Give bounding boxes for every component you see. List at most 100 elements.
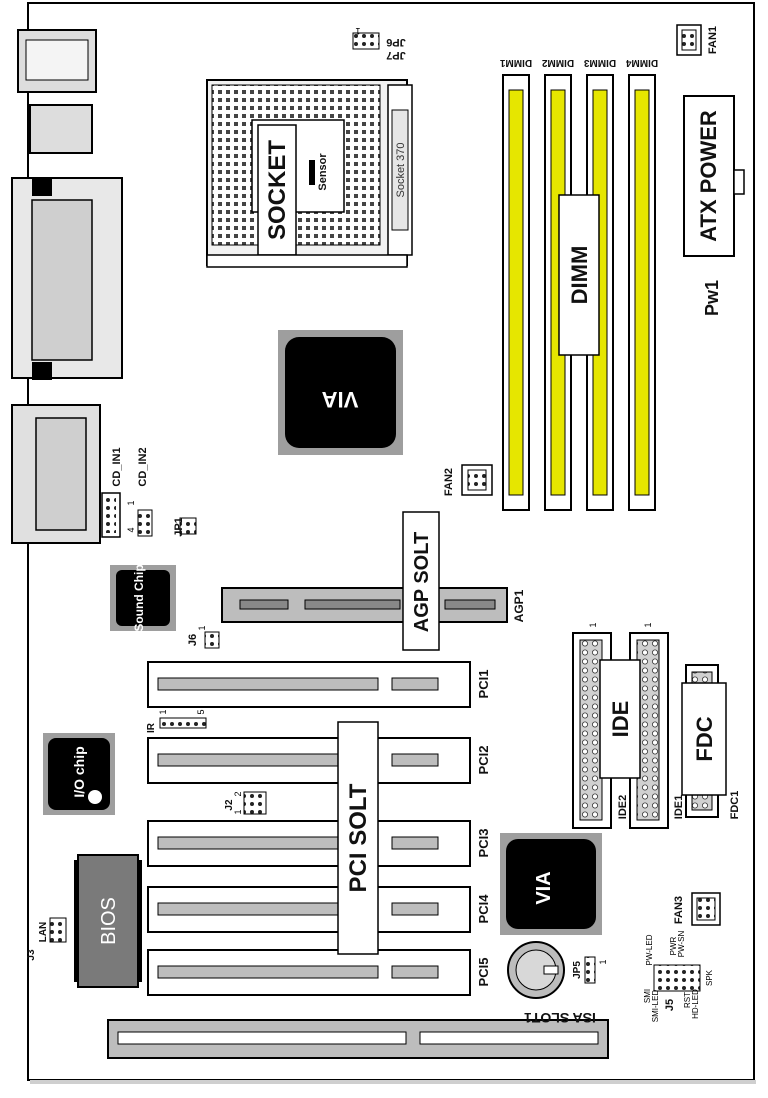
- agp-solt-label-box: [402, 511, 440, 651]
- dimm4-label: DIMM4: [625, 57, 658, 68]
- fan1-label: FAN1: [707, 26, 719, 54]
- serial-port-shell: [35, 417, 87, 531]
- pwr-label: PWR: [669, 936, 678, 955]
- parallel-port-shell: [31, 199, 93, 361]
- sound-chip-label: Sound Chip: [132, 564, 146, 631]
- ir-pin1-label: 1: [158, 709, 168, 714]
- jp5-pin-label: 1: [598, 959, 608, 964]
- fan2-pins: [467, 469, 487, 491]
- isa-slot-channel-a: [117, 1031, 407, 1045]
- ir-header: [159, 717, 207, 729]
- socket-label-box: [257, 124, 297, 256]
- sensor-mark: [309, 160, 315, 185]
- j6-pin-label: 1: [197, 625, 207, 630]
- dimm4-slot: [628, 74, 656, 511]
- ide2-label: IDE2: [617, 795, 629, 819]
- jp5-label: JP5: [572, 961, 583, 979]
- dimm-label-box: [558, 194, 600, 356]
- usb-port: [29, 104, 93, 154]
- pci3-label: PCI3: [476, 829, 491, 858]
- fdc-label-box: [681, 682, 727, 796]
- bios-pins-right: [138, 860, 142, 982]
- cd-in1-label: CD_IN1: [111, 447, 123, 486]
- ide-label-box: [599, 659, 641, 779]
- jp6-label: JP6: [386, 36, 406, 48]
- via-north-bridge: [285, 337, 396, 448]
- pci2-slot: [147, 737, 471, 784]
- atx-power-label: ATX POWER: [696, 110, 721, 242]
- pw-led-label: PW-LED: [645, 934, 654, 965]
- pci-solt-label-box: [337, 721, 379, 955]
- bios-pins-left: [74, 860, 78, 982]
- board-shadow: [30, 1080, 756, 1084]
- dimm2-slot: [544, 74, 572, 511]
- ide2-pins: [579, 639, 603, 821]
- isa-slot1-label: ISA SLOT1: [524, 1010, 596, 1026]
- jp6-jp7-jumpers: [352, 32, 380, 50]
- via-south-bridge: [506, 839, 596, 929]
- agp-slot-channel-b: [304, 599, 401, 610]
- j2-header: [243, 791, 267, 815]
- cd-in1-pins: [106, 497, 116, 533]
- jp1-label: JP1: [173, 517, 185, 537]
- fan1-pins: [681, 29, 697, 51]
- parallel-screw-top: [32, 178, 52, 196]
- socket-lever-inner: [391, 109, 409, 231]
- bios-chip: [77, 854, 139, 988]
- pci4-label: PCI4: [476, 894, 491, 924]
- cd-in2-header: [137, 509, 153, 537]
- pw1-label: Pw1: [702, 280, 722, 316]
- pci-solt-label: PCI SOLT: [345, 783, 372, 892]
- lan-header: [49, 917, 67, 943]
- cd-pin1-label: 1: [126, 500, 136, 505]
- socket-bottom-rail: [206, 254, 408, 268]
- fan3-pins: [696, 897, 716, 921]
- bios-label: BIOS: [98, 897, 120, 945]
- fdc-label: FDC: [692, 716, 717, 761]
- pci1-slot: [147, 661, 471, 708]
- pci1-label: PCI1: [476, 670, 491, 699]
- agp1-label: AGP1: [512, 589, 526, 622]
- dimm2-label: DIMM2: [541, 57, 574, 68]
- j3-label: J3: [26, 949, 37, 961]
- j2-label: J2: [224, 799, 235, 811]
- jp7-label: JP7: [386, 49, 406, 61]
- socket-label: SOCKET: [264, 140, 291, 240]
- ir-pin5-label: 5: [196, 709, 206, 714]
- via-south-label: VIA: [533, 871, 555, 904]
- sound-chip: [116, 570, 170, 626]
- hd-led-label: HD-LED: [691, 989, 700, 1019]
- dimm-label: DIMM: [567, 246, 592, 305]
- ir-label: IR: [146, 722, 157, 733]
- fan2-label: FAN2: [443, 468, 455, 496]
- parallel-screw-bottom: [32, 362, 52, 380]
- ide-pin1-label: 1: [588, 622, 598, 627]
- fan3-label: FAN3: [673, 896, 685, 924]
- via-north-label: VIA: [322, 387, 359, 412]
- pci3-slot: [147, 820, 471, 867]
- dimm3-label: DIMM3: [583, 57, 616, 68]
- ide-label: IDE: [608, 701, 633, 738]
- agp-slot-channel-a: [239, 599, 289, 610]
- ide-connectors: [572, 632, 669, 829]
- pci5-slot: [147, 949, 471, 996]
- lan-label: LAN: [38, 922, 49, 943]
- fdc1-label: FDC1: [729, 791, 741, 820]
- pci2-label: PCI2: [476, 746, 491, 775]
- pci5-label: PCI5: [476, 958, 491, 987]
- dimm1-label: DIMM1: [499, 57, 532, 68]
- cpu-socket: [206, 79, 413, 268]
- j5-header: [653, 964, 701, 992]
- socket370-label: Socket 370: [395, 142, 407, 197]
- ide-pin1b-label: 1: [643, 622, 653, 627]
- cd-pin4-label: 4: [126, 527, 136, 532]
- jp7-pins: [352, 32, 380, 50]
- j5-label: J5: [664, 999, 676, 1011]
- rear-io-ports: [11, 29, 123, 544]
- smi-label: SMI: [643, 989, 652, 1003]
- pci-slots: [147, 661, 471, 996]
- pci4-slot: [147, 886, 471, 933]
- atx-power-connector: [683, 95, 735, 257]
- j6-label: J6: [187, 634, 199, 646]
- agp-slot-channel-c: [444, 599, 496, 610]
